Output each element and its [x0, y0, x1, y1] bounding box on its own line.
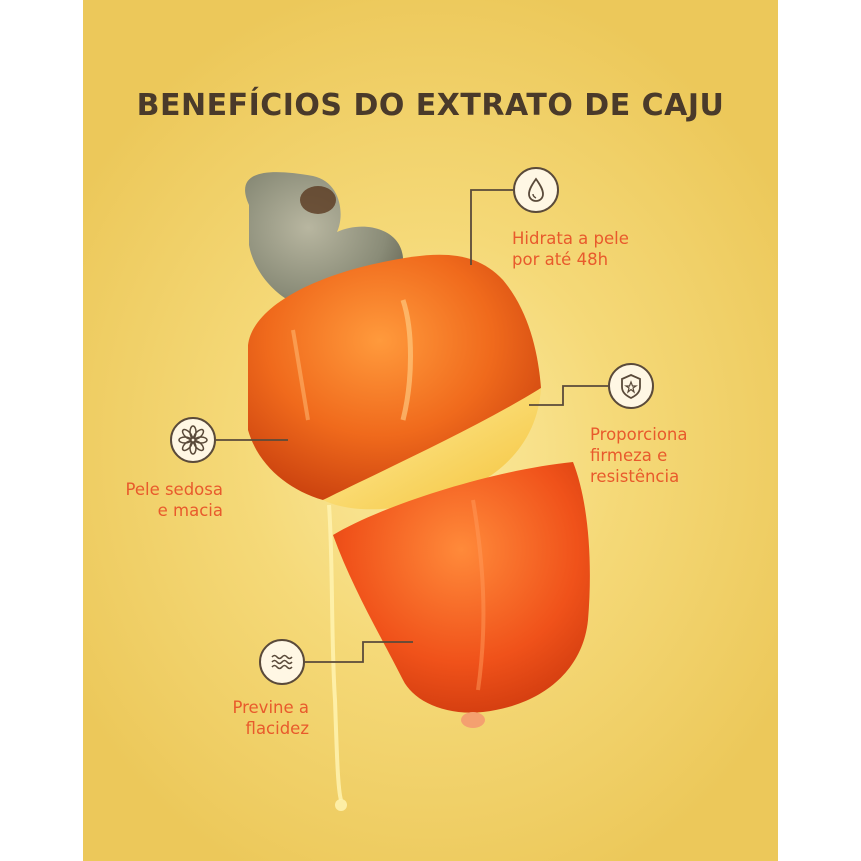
cashew-apple-top	[248, 254, 541, 500]
cashew-flesh	[323, 388, 541, 510]
connector-firmeza	[529, 385, 608, 406]
droplet-icon	[513, 167, 559, 213]
page-title: BENEFÍCIOS DO EXTRATO DE CAJU	[136, 88, 725, 123]
cashew-apple-bottom	[333, 462, 590, 713]
benefit-hidrata: Hidrata a pele por até 48h	[512, 229, 629, 269]
cashew-illustration	[216, 172, 608, 811]
benefit-firmeza: Proporciona firmeza e resistência	[590, 425, 688, 486]
benefit-sedosa: Pele sedosa e macia	[125, 480, 223, 520]
benefit-flacidez: Previne a flacidez	[232, 698, 309, 738]
connector-hidrata	[470, 189, 513, 265]
infographic-panel: BENEFÍCIOS DO EXTRATO DE CAJU	[83, 0, 778, 861]
connector-flacidez	[288, 641, 413, 663]
flower-icon	[170, 417, 216, 463]
waves-icon	[259, 639, 305, 685]
shield-icon	[608, 363, 654, 409]
juice-drip	[327, 504, 343, 801]
